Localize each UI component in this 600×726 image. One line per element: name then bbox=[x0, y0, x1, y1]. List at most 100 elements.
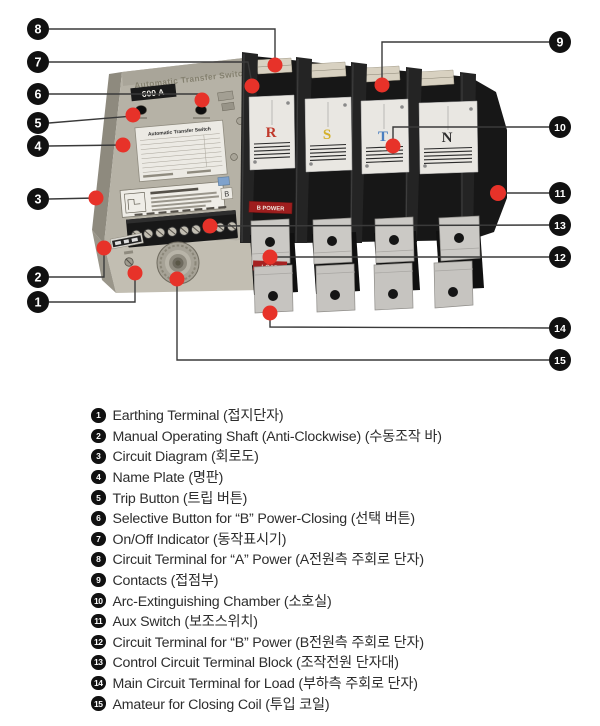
legend-bullet-6: 6 bbox=[91, 511, 106, 526]
legend-item-14: 14 Main Circuit Terminal for Load (부하측 주… bbox=[91, 673, 442, 694]
pole-labels: R S bbox=[248, 94, 479, 175]
callout-dot-1 bbox=[127, 265, 143, 281]
callout-badge-10-num: 10 bbox=[554, 122, 566, 134]
legend-bullet-7: 7 bbox=[91, 531, 106, 547]
legend-bullet-4: 4 bbox=[91, 469, 106, 485]
legend-text-7: On/Off Indicator (동작표시기) bbox=[112, 531, 287, 548]
selective-button-caption bbox=[193, 117, 210, 119]
legend-item-3: 3 Circuit Diagram (회로도) bbox=[91, 446, 442, 467]
legend-item-9: 9 Contacts (접점부) bbox=[91, 570, 442, 591]
callout-dot-4 bbox=[115, 137, 131, 153]
pole-label-n: N bbox=[418, 100, 479, 175]
callout-line-15 bbox=[176, 281, 549, 361]
callout-dot-11 bbox=[490, 185, 506, 201]
callout-badge-6-num: 6 bbox=[35, 88, 42, 102]
lower-terminal-lugs bbox=[253, 260, 474, 314]
body-top-strip bbox=[122, 57, 253, 86]
callout-badge-10: 10 bbox=[549, 116, 571, 138]
legend-bullet-5: 5 bbox=[91, 490, 106, 505]
legend-item-4: 4 Name Plate (명판) bbox=[91, 467, 442, 488]
pole-assembly: R S bbox=[240, 52, 507, 314]
callout-badge-13-num: 13 bbox=[554, 220, 566, 232]
callout-badge-4-num: 4 bbox=[35, 140, 42, 154]
legend-item-1: 1 Earthing Terminal (접지단자) bbox=[91, 405, 442, 426]
callout-lines bbox=[48, 28, 550, 361]
callout-badge-12: 12 bbox=[549, 246, 571, 268]
pole-label-s: S bbox=[304, 96, 353, 173]
callout-badge-2-num: 2 bbox=[35, 271, 42, 285]
callout-line-14 bbox=[269, 315, 550, 329]
rating-badge-text: 600 A bbox=[141, 87, 164, 99]
callout-badge-5-num: 5 bbox=[35, 117, 42, 131]
callout-badge-14-num: 14 bbox=[554, 323, 566, 335]
callout-dot-12 bbox=[262, 249, 278, 265]
device-photo-figure: Automatic Transfer Switch 600 A Automati… bbox=[27, 18, 571, 371]
callout-dot-15 bbox=[169, 271, 185, 287]
callout-line-1 bbox=[49, 274, 136, 303]
callout-badge-9-num: 9 bbox=[557, 36, 564, 50]
pole-letter-n: N bbox=[442, 130, 453, 146]
callout-badge-1-num: 1 bbox=[35, 296, 42, 310]
callout-dot-7 bbox=[244, 78, 260, 94]
legend-bullet-13: 13 bbox=[91, 655, 106, 670]
legend-text-2: Manual Operating Shaft (Anti-Clockwise) … bbox=[112, 428, 442, 445]
callout-badge-8: 8 bbox=[27, 18, 49, 40]
callout-badge-3-num: 3 bbox=[35, 193, 42, 207]
callout-badge-6: 6 bbox=[27, 83, 49, 105]
callout-badges: 8 7 6 5 4 3 2 1 9 10 11 13 12 14 15 bbox=[27, 18, 571, 371]
callout-dot-3 bbox=[88, 190, 104, 206]
legend-item-13: 13 Control Circuit Terminal Block (조작전원 … bbox=[91, 652, 442, 673]
operating-shaft bbox=[156, 241, 200, 285]
callout-dot-10 bbox=[385, 138, 401, 154]
legend-item-8: 8 Circuit Terminal for “A” Power (A전원측 주… bbox=[91, 549, 442, 570]
name-plate-title: Automatic Transfer Switch bbox=[148, 126, 211, 137]
pole-letter-t: T bbox=[378, 129, 388, 145]
callout-badge-3: 3 bbox=[27, 188, 49, 210]
face-screw-2 bbox=[230, 153, 238, 161]
earthing-terminal-screw bbox=[123, 250, 134, 267]
legend-item-7: 7 On/Off Indicator (동작표시기) bbox=[91, 529, 442, 550]
callout-dot-13 bbox=[202, 218, 218, 234]
pole-letter-s: S bbox=[323, 127, 331, 143]
b-indicator-text: B bbox=[224, 189, 230, 198]
callout-line-7 bbox=[49, 61, 253, 85]
b-power-indicator: B bbox=[217, 176, 234, 200]
callout-badge-1: 1 bbox=[27, 291, 49, 313]
legend-text-6: Selective Button for “B” Power-Closing (… bbox=[112, 511, 416, 528]
circuit-diagram-schematic bbox=[124, 192, 147, 214]
callout-badge-14: 14 bbox=[549, 317, 571, 339]
legend-list: 1 Earthing Terminal (접지단자) 2 Manual Oper… bbox=[91, 405, 442, 714]
callout-dot-6 bbox=[194, 92, 210, 108]
legend-bullet-11: 11 bbox=[91, 613, 106, 629]
callout-line-3 bbox=[48, 197, 97, 200]
top-clip2 bbox=[221, 101, 235, 112]
callout-dot-2 bbox=[96, 240, 112, 256]
legend-item-15: 15 Amateur for Closing Coil (투입 코일) bbox=[91, 693, 442, 714]
callout-line-13 bbox=[209, 224, 550, 227]
legend-text-5: Trip Button (트립 버튼) bbox=[112, 490, 248, 507]
callout-badge-15-num: 15 bbox=[554, 355, 566, 367]
callout-line-8 bbox=[49, 28, 276, 64]
gray-body: Automatic Transfer Switch 600 A Automati… bbox=[92, 57, 258, 293]
callout-badge-15: 15 bbox=[549, 349, 571, 371]
name-plate: Automatic Transfer Switch bbox=[134, 119, 228, 183]
rating-badge: 600 A bbox=[130, 83, 177, 102]
callout-badge-7-num: 7 bbox=[35, 56, 42, 70]
legend-bullet-10: 10 bbox=[91, 593, 106, 608]
callout-badge-7: 7 bbox=[27, 51, 49, 73]
pole-label-t: T bbox=[360, 98, 410, 175]
callout-dots bbox=[88, 57, 506, 321]
legend-bullet-15: 15 bbox=[91, 696, 106, 711]
legend-text-11: Aux Switch (보조스위치) bbox=[112, 614, 258, 631]
legend-text-1: Earthing Terminal (접지단자) bbox=[112, 408, 284, 425]
callout-badge-8-num: 8 bbox=[35, 23, 42, 37]
legend-text-10: Arc-Extinguishing Chamber (소호실) bbox=[112, 593, 332, 610]
legend-item-10: 10 Arc-Extinguishing Chamber (소호실) bbox=[91, 590, 442, 611]
legend-item-5: 5 Trip Button (트립 버튼) bbox=[91, 487, 442, 508]
callout-dot-5 bbox=[125, 107, 141, 123]
legend-text-14: Main Circuit Terminal for Load (부하측 주회로 … bbox=[112, 676, 418, 693]
legend-bullet-3: 3 bbox=[91, 449, 106, 464]
legend-text-8: Circuit Terminal for “A” Power (A전원측 주회로… bbox=[112, 552, 425, 569]
pole-label-r: R bbox=[248, 94, 296, 171]
